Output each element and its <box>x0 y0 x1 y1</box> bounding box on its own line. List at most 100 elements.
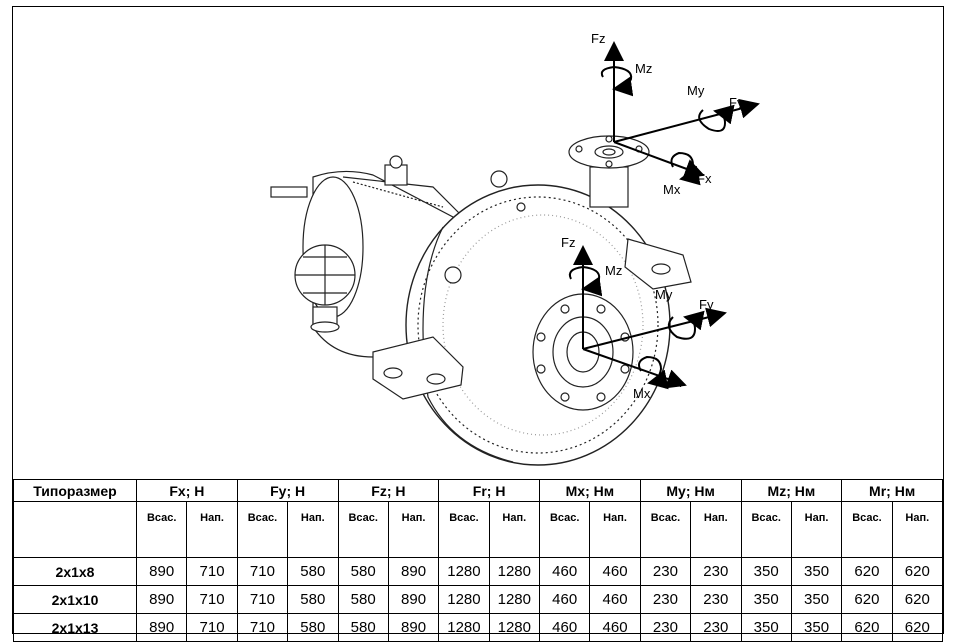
row-size-name: 2x1x13 <box>13 613 137 642</box>
header-fy: Fy; Н <box>236 479 339 502</box>
suction-load-axes <box>568 245 727 390</box>
table-cell: 350 <box>740 613 792 642</box>
table-cell: 580 <box>337 557 389 586</box>
table-cell: 890 <box>135 613 188 642</box>
table-cell: 230 <box>639 557 692 586</box>
header-fr: Fr; Н <box>438 479 540 502</box>
top-mx-label: Mx <box>663 182 681 197</box>
subheader-cell: Всас. <box>639 501 692 558</box>
table-cell: 580 <box>287 585 339 614</box>
subheader-cell: Нап. <box>488 501 541 558</box>
table-cell: 1280 <box>488 557 541 586</box>
table-cell: 890 <box>387 613 440 642</box>
subheader-cell: Нап. <box>387 501 440 558</box>
table-cell: 1280 <box>488 585 541 614</box>
table-cell: 620 <box>891 613 944 642</box>
table-cell: 710 <box>236 585 289 614</box>
header-fx: Fx; Н <box>136 479 238 502</box>
row-size-name: 2x1x8 <box>13 557 137 586</box>
subheader-cell: Нап. <box>891 501 944 558</box>
table-cell: 1280 <box>438 613 490 642</box>
table-subheader-row: Всас. Нап. Всас. Нап. Всас. Нап. Всас. Н… <box>13 501 944 558</box>
table-cell: 350 <box>740 557 792 586</box>
table-cell: 890 <box>135 557 188 586</box>
top-fx-label: Fx <box>697 171 712 186</box>
subheader-cell: Нап. <box>287 501 339 558</box>
table-header-row: Типоразмер Fx; Н Fy; Н Fz; Н Fr; Н Mx; Н… <box>13 479 943 502</box>
pump-body-illustration <box>270 135 692 466</box>
table-cell: 620 <box>891 585 944 614</box>
table-cell: 350 <box>790 585 843 614</box>
top-fy-label: Fy <box>729 95 744 110</box>
table-cell: 710 <box>186 557 238 586</box>
table-cell: 710 <box>236 613 289 642</box>
table-cell: 890 <box>387 557 440 586</box>
subheader-cell: Всас. <box>841 501 893 558</box>
table-cell: 620 <box>891 557 944 586</box>
subheader-cell: Нап. <box>186 501 238 558</box>
subheader-cell: Всас. <box>438 501 490 558</box>
table-cell: 710 <box>186 613 238 642</box>
table-cell: 1280 <box>438 557 490 586</box>
header-size: Типоразмер <box>13 479 137 502</box>
table-cell: 580 <box>337 613 389 642</box>
table-cell: 620 <box>841 613 893 642</box>
table-cell: 230 <box>690 613 742 642</box>
header-mz: Mz; Нм <box>740 479 843 502</box>
table-cell: 460 <box>589 585 641 614</box>
subheader-empty <box>13 501 137 558</box>
top-fz-label: Fz <box>591 31 605 46</box>
side-my-label: My <box>655 287 673 302</box>
side-mx-label: Mx <box>633 386 651 401</box>
side-fy-label: Fy <box>699 297 714 312</box>
table-cell: 460 <box>589 557 641 586</box>
table-cell: 230 <box>639 585 692 614</box>
subheader-cell: Всас. <box>538 501 591 558</box>
load-table: Типоразмер Fx; Н Fy; Н Fz; Н Fr; Н Mx; Н… <box>13 479 944 642</box>
top-mz-label: Mz <box>635 61 652 76</box>
table-cell: 1280 <box>488 613 541 642</box>
subheader-cell: Нап. <box>790 501 843 558</box>
side-mz-label: Mz <box>605 263 622 278</box>
table-cell: 460 <box>538 585 591 614</box>
pump-drawing: Fz Mz My Fy Mx Fx Fz Mz My Fy Mx Fx <box>270 31 760 466</box>
subheader-cell: Нап. <box>690 501 742 558</box>
subheader-cell: Всас. <box>337 501 389 558</box>
table-cell: 350 <box>790 613 843 642</box>
table-cell: 890 <box>387 585 440 614</box>
table-cell: 620 <box>841 557 893 586</box>
table-cell: 350 <box>790 557 843 586</box>
row-size-name: 2x1x10 <box>13 585 137 614</box>
header-my: My; Нм <box>639 479 742 502</box>
table-cell: 710 <box>236 557 289 586</box>
table-cell: 580 <box>337 585 389 614</box>
table-cell: 710 <box>186 585 238 614</box>
table-cell: 230 <box>690 585 742 614</box>
side-fx-label: Fx <box>667 375 682 390</box>
table-cell: 230 <box>690 557 742 586</box>
subheader-cell: Нап. <box>589 501 641 558</box>
subheader-cell: Всас. <box>135 501 188 558</box>
table-cell: 580 <box>287 557 339 586</box>
table-cell: 460 <box>589 613 641 642</box>
table-cell: 230 <box>639 613 692 642</box>
header-mx: Mx; Нм <box>539 479 641 502</box>
document-frame: Fz Mz My Fy Mx Fx Fz Mz My Fy Mx Fx <box>12 6 944 642</box>
table-cell: 460 <box>538 613 591 642</box>
subheader-cell: Всас. <box>740 501 792 558</box>
table-cell: 580 <box>287 613 339 642</box>
header-fz: Fz; Н <box>337 479 440 502</box>
table-cell: 350 <box>740 585 792 614</box>
table-cell: 620 <box>841 585 893 614</box>
subheader-cell: Всас. <box>236 501 289 558</box>
table-cell: 1280 <box>438 585 490 614</box>
table-cell: 890 <box>135 585 188 614</box>
table-cell: 460 <box>538 557 591 586</box>
discharge-load-axes <box>600 41 760 186</box>
side-fz-label: Fz <box>561 235 575 250</box>
top-my-label: My <box>687 83 705 98</box>
header-mr: Mr; Нм <box>841 479 943 502</box>
